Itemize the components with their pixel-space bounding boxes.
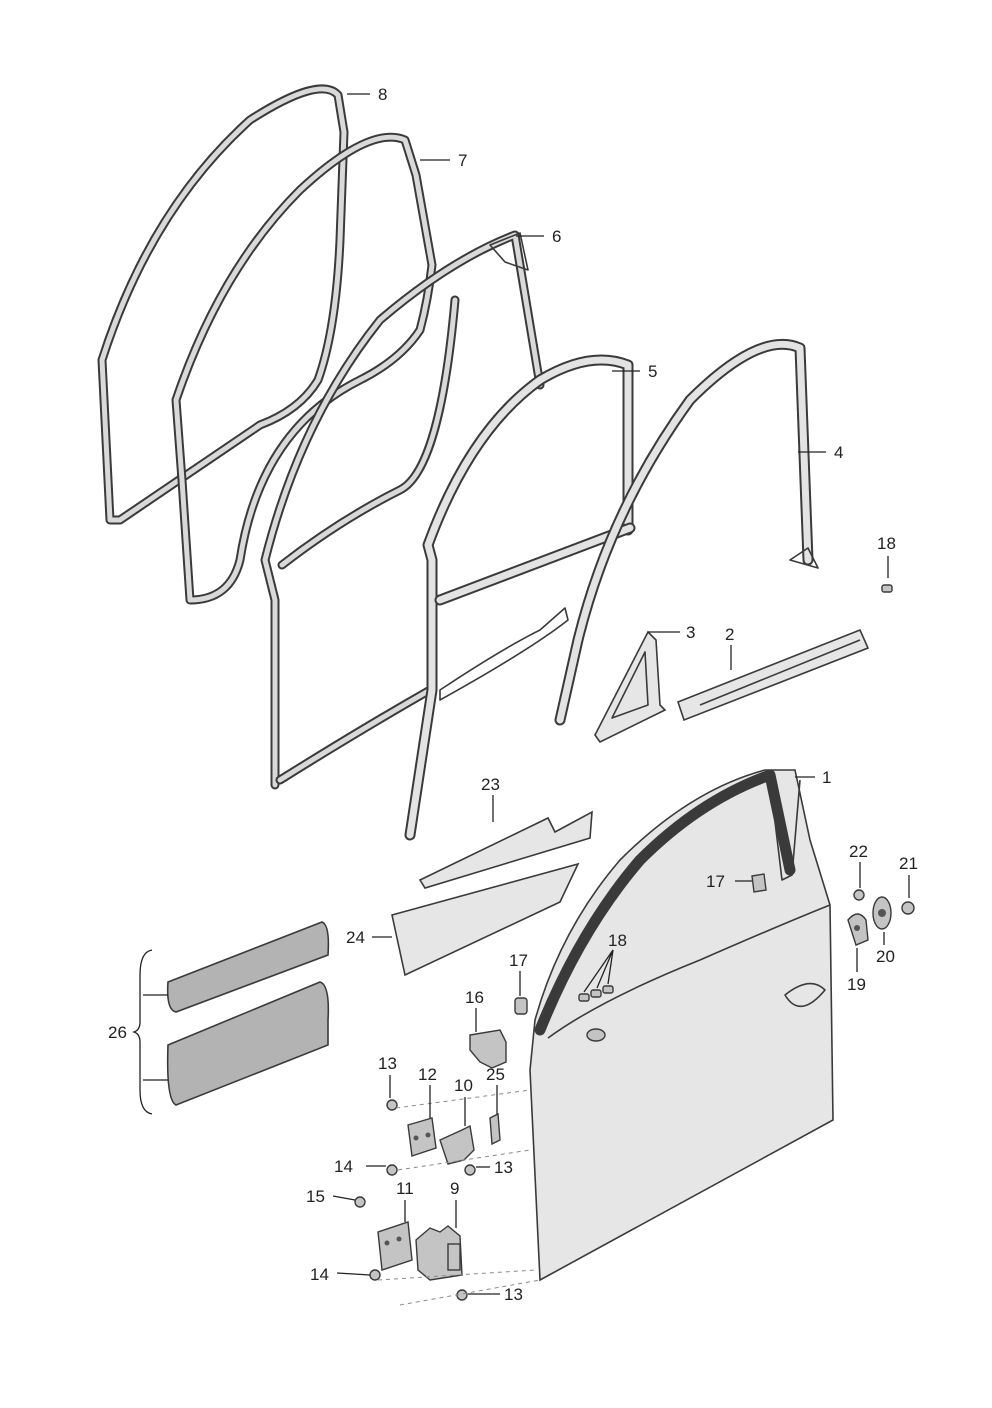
part-3-triangle-cover xyxy=(594,630,667,744)
label-19: 19 xyxy=(847,975,866,994)
label-8: 8 xyxy=(378,85,387,104)
label-13-middle: 13 xyxy=(494,1158,513,1177)
label-14-upper: 14 xyxy=(334,1157,353,1176)
label-13-upper: 13 xyxy=(378,1054,397,1073)
label-15: 15 xyxy=(306,1187,325,1206)
part-10-hinge-upper xyxy=(439,1124,475,1165)
part-18-clips-middle xyxy=(578,985,614,1002)
label-9: 9 xyxy=(450,1179,459,1198)
assembly-guides xyxy=(377,1089,541,1306)
part-5-door-frame xyxy=(404,354,636,841)
label-6: 6 xyxy=(552,227,561,246)
label-7: 7 xyxy=(458,151,467,170)
label-16: 16 xyxy=(465,988,484,1007)
part-17-plug-right xyxy=(751,873,767,893)
part-21-cap xyxy=(901,901,915,915)
callouts: 8 7 6 5 4 18 3 2 1 23 17 22 21 24 18 20 … xyxy=(108,85,918,1304)
part-8-door-seal-outer xyxy=(97,84,349,525)
part-22-ring xyxy=(853,889,865,901)
part-12-hinge-plate-upper xyxy=(407,1117,437,1157)
part-2-sill-strip xyxy=(677,628,870,722)
leader-lines xyxy=(131,93,910,1295)
part-26-pads xyxy=(166,921,330,1106)
part-19-striker xyxy=(847,913,869,946)
part-1-door-shell xyxy=(529,769,834,1282)
part-13-bolt-upper xyxy=(386,1099,398,1111)
part-16-bracket xyxy=(469,1029,507,1069)
label-25: 25 xyxy=(486,1065,505,1084)
part-4-window-frame-trim xyxy=(554,338,819,726)
part-14-bolt-upper xyxy=(386,1164,398,1176)
label-12: 12 xyxy=(418,1065,437,1084)
label-1: 1 xyxy=(822,768,831,787)
label-17-right: 17 xyxy=(706,872,725,891)
part-18-clip-top xyxy=(881,584,893,593)
part-15-bolt xyxy=(354,1196,366,1208)
label-26: 26 xyxy=(108,1023,127,1042)
label-2: 2 xyxy=(725,625,734,644)
part-17-bush-left xyxy=(514,997,528,1015)
label-13-lower: 13 xyxy=(504,1285,523,1304)
label-17-left: 17 xyxy=(509,951,528,970)
part-23-trim-upper xyxy=(418,810,593,889)
label-18-top: 18 xyxy=(877,534,896,553)
part-24-trim-lower xyxy=(391,862,580,977)
label-22: 22 xyxy=(849,842,868,861)
label-18-middle: 18 xyxy=(608,931,627,950)
label-11: 11 xyxy=(396,1179,414,1198)
label-10: 10 xyxy=(454,1076,473,1095)
part-11-hinge-plate-lower xyxy=(377,1221,413,1271)
label-23: 23 xyxy=(481,775,500,794)
part-25-clip xyxy=(489,1112,501,1146)
part-6-window-channel xyxy=(260,230,545,790)
label-4: 4 xyxy=(834,443,843,462)
part-9-hinge-lower xyxy=(415,1225,463,1281)
label-24: 24 xyxy=(346,928,365,947)
part-20-plate xyxy=(872,896,892,930)
part-7-door-seal-inner xyxy=(171,132,437,605)
part-14-bolt-lower xyxy=(369,1269,381,1281)
part-13-bolt-middle xyxy=(464,1164,476,1176)
label-14-lower: 14 xyxy=(310,1265,329,1284)
label-3: 3 xyxy=(686,623,695,642)
label-20: 20 xyxy=(876,947,895,966)
label-21: 21 xyxy=(899,854,918,873)
label-5: 5 xyxy=(648,362,657,381)
